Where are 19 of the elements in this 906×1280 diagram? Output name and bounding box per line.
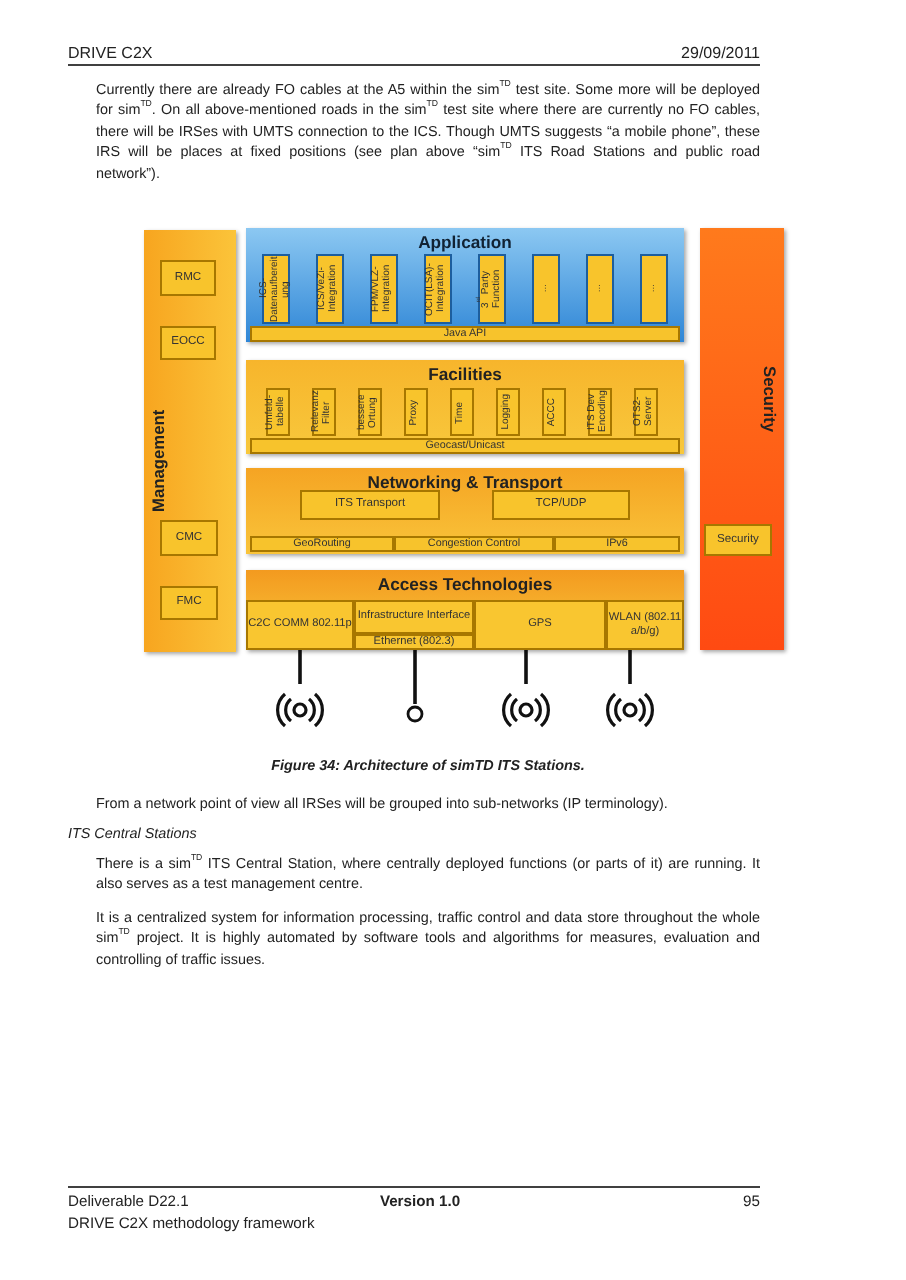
layer-title: Application xyxy=(416,232,514,252)
layer-panel xyxy=(246,228,684,342)
layer-panel xyxy=(246,570,684,650)
header-text: DRIVE C2X xyxy=(68,44,155,64)
security-column xyxy=(700,228,784,650)
layer-title: Access Technologies xyxy=(375,574,555,594)
date-text: 29/09/2011 xyxy=(679,44,760,64)
column-title: Management xyxy=(148,407,168,517)
connector-line xyxy=(524,650,528,684)
layer-title: Networking & Transport xyxy=(365,472,565,492)
connector-line xyxy=(298,650,302,684)
layer-panel xyxy=(246,468,684,554)
connector-line xyxy=(413,650,417,704)
column-title: Security xyxy=(760,363,780,437)
layer-title: Facilities xyxy=(426,364,504,384)
layer-panel xyxy=(246,360,684,454)
management-column xyxy=(144,230,236,652)
terminal-circle xyxy=(406,704,424,724)
connector-line xyxy=(628,650,632,684)
